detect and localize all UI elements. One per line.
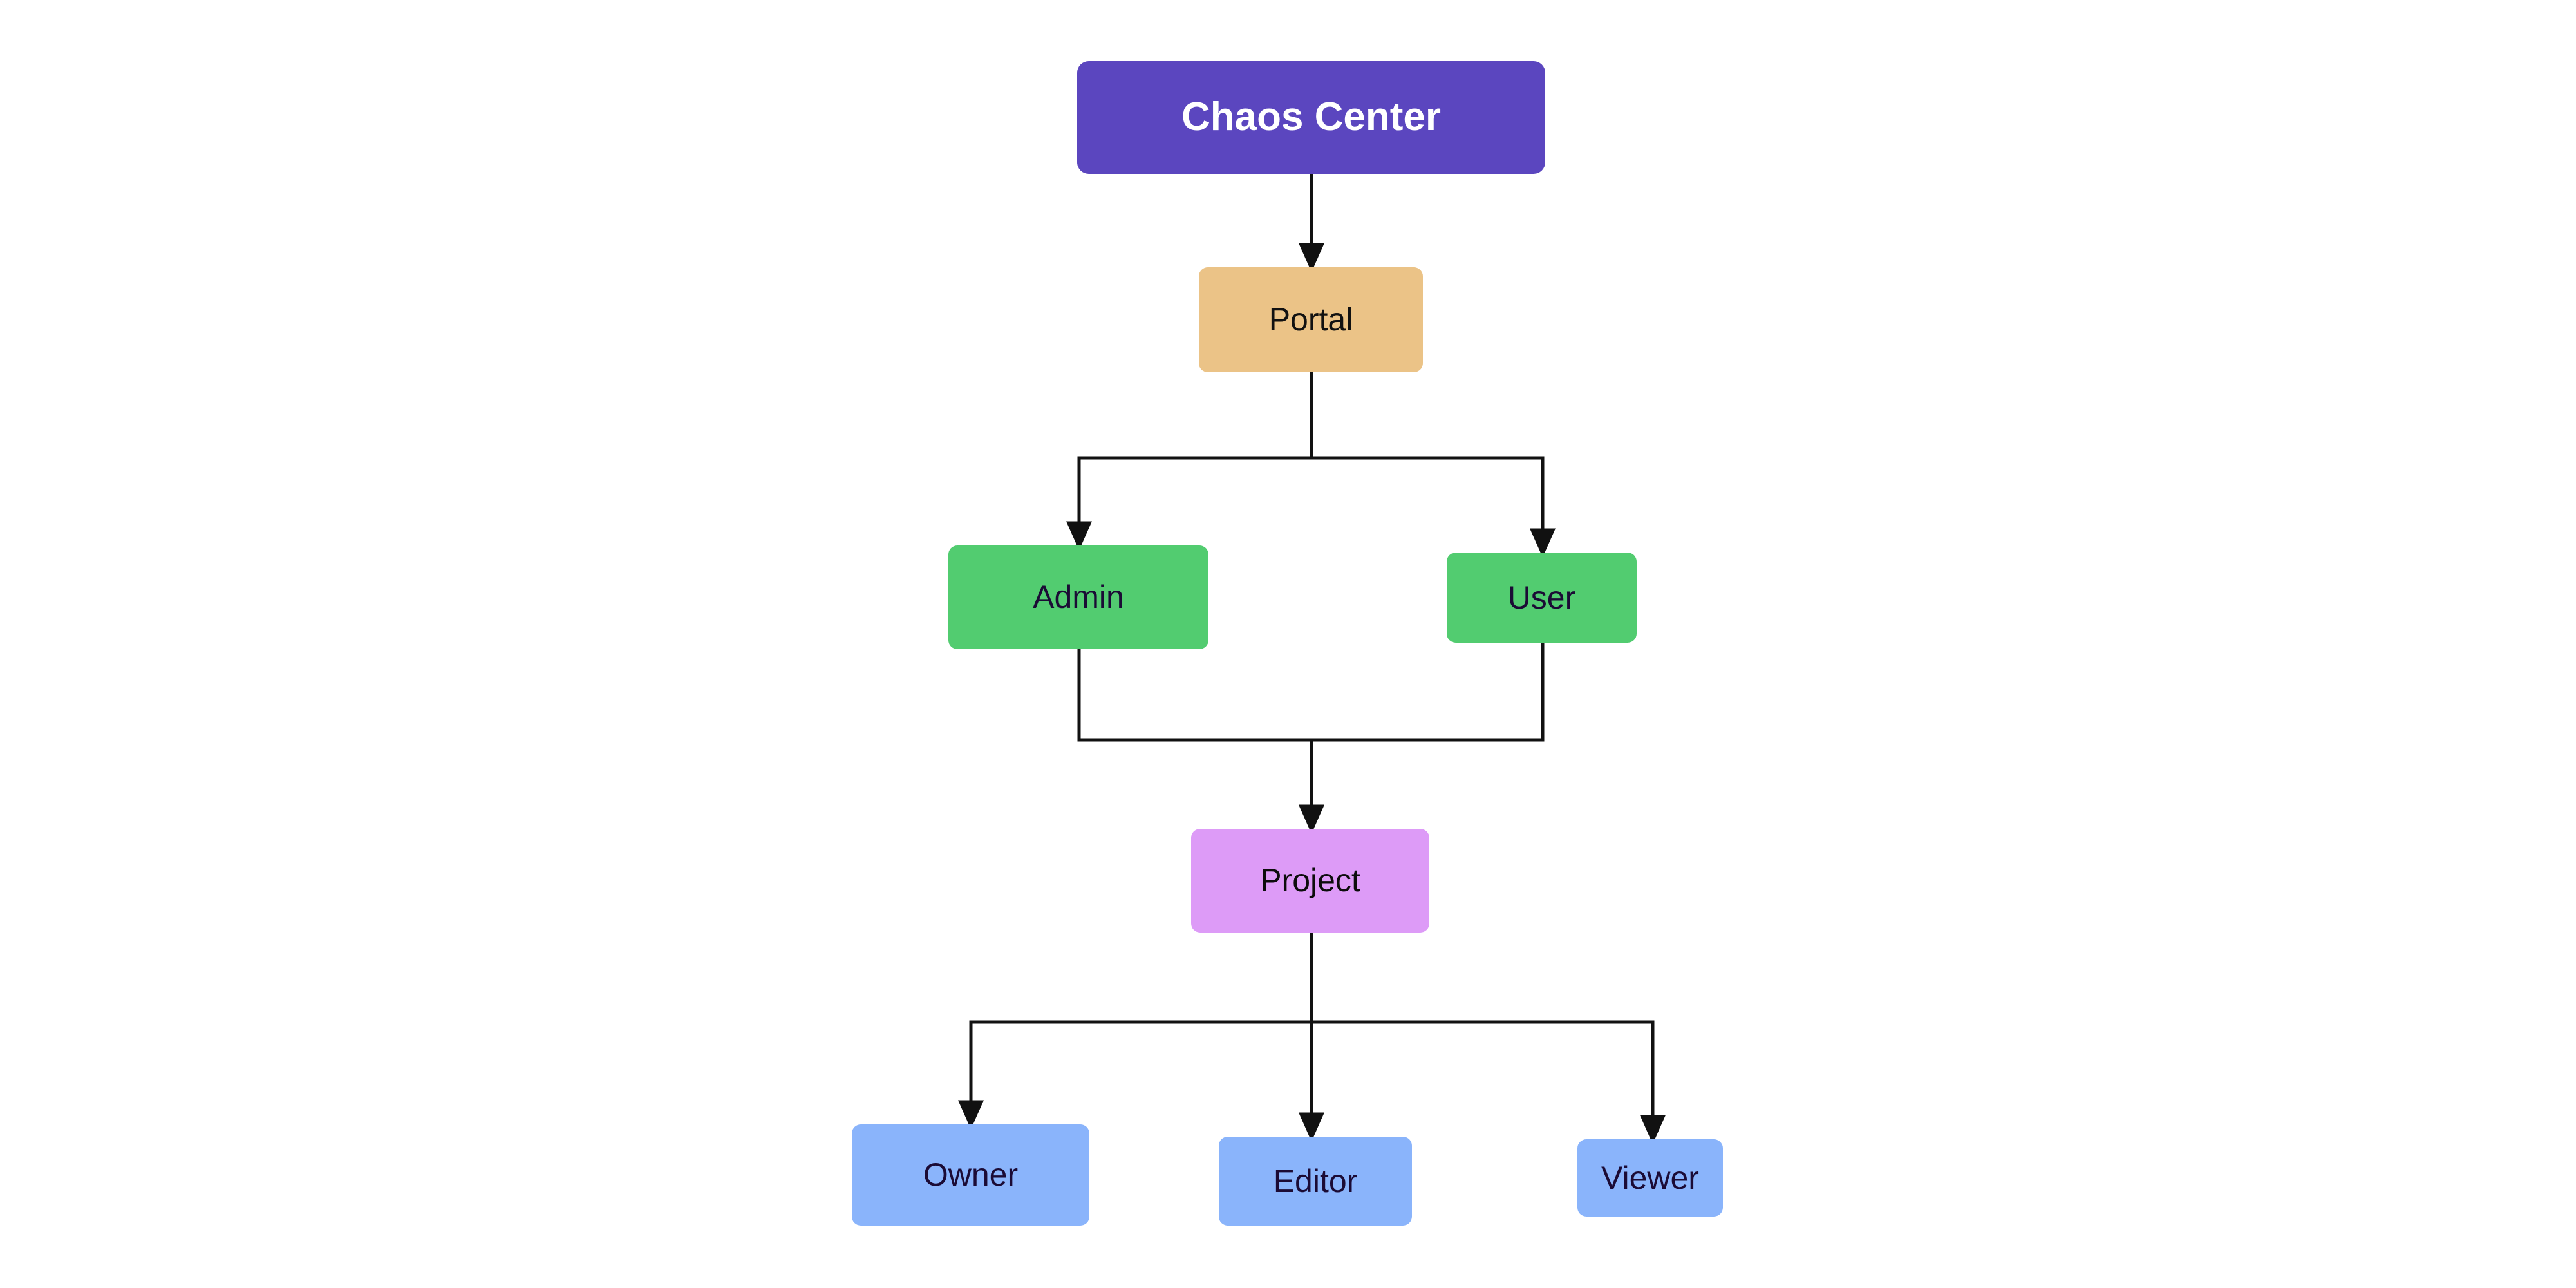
node-editor[interactable]: Editor <box>1219 1137 1412 1226</box>
node-viewer-label: Viewer <box>1601 1159 1699 1196</box>
node-project-label: Project <box>1260 862 1360 898</box>
edge-project-viewer <box>1310 933 1666 1144</box>
edge-portal-user <box>1310 372 1556 558</box>
node-portal[interactable]: Portal <box>1199 267 1423 372</box>
node-owner-label: Owner <box>923 1157 1019 1193</box>
node-admin-label: Admin <box>1033 579 1124 615</box>
node-user[interactable]: User <box>1447 553 1637 643</box>
node-project[interactable]: Project <box>1191 829 1429 933</box>
edge-project-owner <box>958 933 1313 1130</box>
node-editor-label: Editor <box>1273 1162 1358 1199</box>
edge-user-project <box>1299 643 1545 834</box>
node-owner[interactable]: Owner <box>852 1124 1089 1226</box>
edge-portal-admin <box>1066 372 1313 551</box>
node-chaos-center[interactable]: Chaos Center <box>1077 61 1545 174</box>
node-admin[interactable]: Admin <box>948 545 1208 649</box>
edge-admin-project <box>1077 649 1324 834</box>
node-viewer[interactable]: Viewer <box>1577 1139 1723 1217</box>
node-portal-label: Portal <box>1268 301 1353 337</box>
node-user-label: User <box>1507 579 1576 616</box>
node-chaos-center-label: Chaos Center <box>1181 95 1442 140</box>
